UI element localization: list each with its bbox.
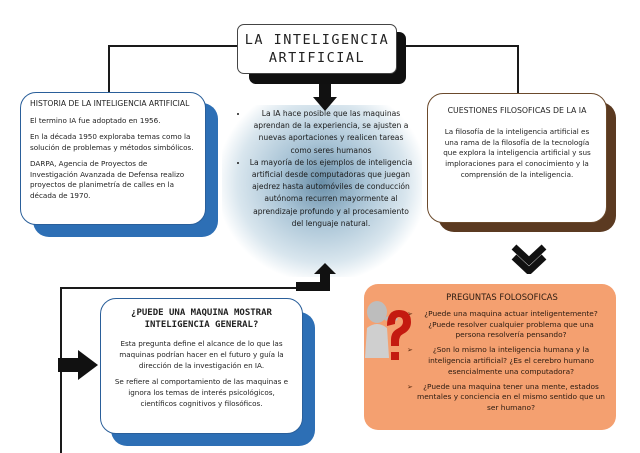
general-paragraph: Esta pregunta define el alcance de lo qu… [119, 339, 284, 370]
general-box: ¿PUEDE UNA MAQUINA MOSTRAR INTELIGENCIA … [100, 298, 303, 434]
historia-title: HISTORIA DE LA INTELIGENCIA ARTIFICIAL [30, 99, 190, 108]
center-bullet: La mayoría de los ejemplos de inteligenc… [248, 157, 414, 230]
center-text-block: La IA hace posible que las maquinas apre… [236, 108, 414, 230]
connector-right-top [405, 45, 518, 47]
preguntas-item: ¿Puede una maquina tener una mente, esta… [407, 382, 606, 414]
connector-left-top [108, 45, 239, 47]
cuestiones-title: CUESTIONES FILOSOFICAS DE LA IA [447, 106, 587, 115]
historia-paragraph: En la década 1950 exploraba temas como l… [30, 132, 194, 152]
preguntas-item: ¿Son lo mismo la inteligencia humana y l… [407, 345, 606, 377]
historia-paragraph: DARPA, Agencia de Proyectos de Investiga… [30, 159, 185, 200]
general-title: ¿PUEDE UNA MAQUINA MOSTRAR INTELIGENCIA … [131, 308, 272, 330]
connector-right-vertical [517, 45, 519, 93]
historia-paragraph: El termino IA fue adoptado en 1956. [30, 115, 161, 125]
preguntas-item: ¿Puede una maquina actuar inteligentemen… [407, 309, 606, 341]
historia-box: HISTORIA DE LA INTELIGENCIA ARTIFICIAL E… [20, 92, 206, 225]
preguntas-title: PREGUNTAS FOLOSOFICAS [446, 292, 558, 302]
center-bullet: La IA hace posible que las maquinas apre… [248, 108, 414, 157]
connector-bottom-left-h [60, 287, 300, 289]
corner-arrow-up-icon [296, 263, 336, 291]
page-title: LA INTELIGENCIA ARTIFICIAL [244, 32, 390, 66]
thinking-person-question-icon [365, 301, 411, 360]
cuestiones-box: CUESTIONES FILOSOFICAS DE LA IA La filos… [427, 93, 607, 223]
arrow-down-icon [313, 84, 337, 111]
chevron-down-icon [511, 244, 547, 274]
title-box: LA INTELIGENCIA ARTIFICIAL [237, 24, 397, 74]
center-background-image [222, 105, 422, 277]
preguntas-box: PREGUNTAS FOLOSOFICAS ¿Puede una maquina… [364, 284, 616, 430]
cuestiones-text: La filosofía de la inteligencia artifici… [443, 126, 591, 179]
arrow-right-icon [58, 350, 98, 380]
general-paragraph: Se refiere al comportamiento de las maqu… [114, 377, 289, 408]
connector-left-vertical [108, 45, 110, 93]
